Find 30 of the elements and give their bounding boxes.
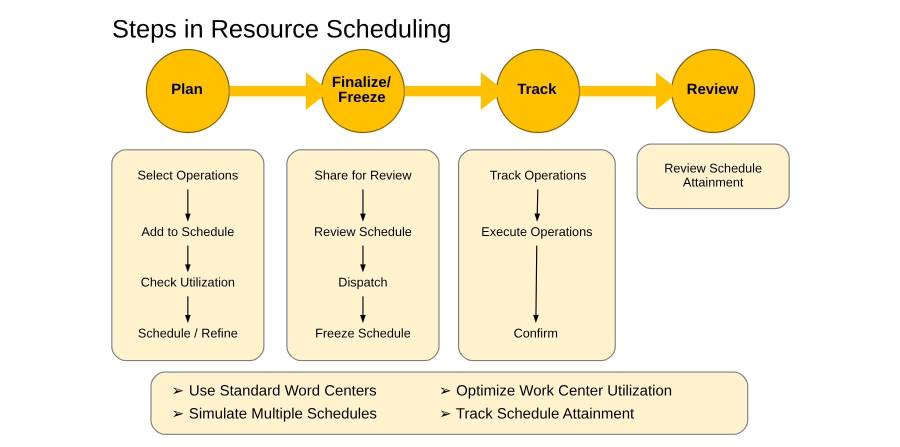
diagram-title: Steps in Resource Scheduling	[112, 16, 451, 44]
cluster	[286, 149, 440, 362]
node-text: Confirm	[513, 326, 558, 340]
arrow	[532, 246, 538, 323]
node-text: Select Operations	[137, 168, 238, 182]
node-text: Add to Schedule	[140, 224, 234, 239]
node-box: ➢ Use Standard Word Centers ➢ Optimize Work Center Utilization ➢ Simulate Multiple Schedules ➢ Track Schedule Attainment	[150, 372, 748, 435]
node-text: Schedule / Refine	[137, 326, 238, 340]
arrow	[184, 296, 190, 324]
node-text: Dispatch	[338, 276, 388, 290]
arrow	[184, 246, 190, 272]
node-text: Review Schedule Attainment	[664, 162, 762, 190]
node-circle: Plan	[145, 48, 230, 134]
node-text: Share for Review	[314, 168, 411, 182]
arrow	[360, 189, 366, 222]
cluster	[458, 149, 616, 362]
node-text: Check Utilization	[140, 276, 234, 290]
node-text: Execute Operations	[480, 224, 592, 239]
cluster	[110, 149, 264, 362]
node-circle: Review	[670, 48, 755, 134]
arrow	[360, 296, 366, 324]
node-text: Track Operations	[489, 168, 586, 182]
arrow	[360, 246, 366, 272]
node-circle: Track	[496, 48, 580, 134]
cluster	[636, 143, 790, 210]
arrow	[534, 189, 540, 222]
node-text: Review Schedule	[314, 224, 412, 239]
arrow	[184, 189, 190, 222]
node-text: Freeze Schedule	[314, 326, 410, 340]
node-circle: Finalize/ Freeze	[320, 48, 404, 134]
